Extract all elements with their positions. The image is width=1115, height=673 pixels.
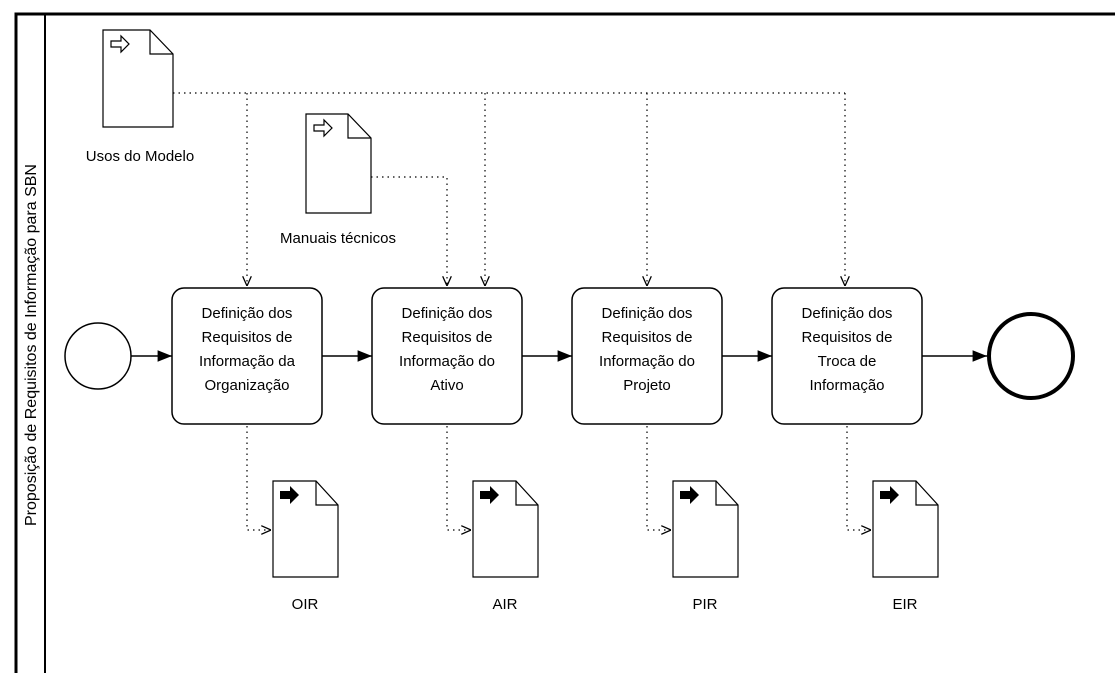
task-line: Requisitos de (802, 329, 893, 346)
task-line: Informação da (199, 353, 296, 370)
output-arrow-icon (680, 486, 699, 504)
task-line: Definição dos (802, 305, 893, 322)
end-event (987, 312, 1075, 400)
pool (14, 12, 1115, 673)
task-eir: Definição dos Requisitos de Troca de Inf… (771, 287, 923, 425)
data-output-pir (672, 480, 739, 578)
output-arrow-icon (280, 486, 299, 504)
task-line: Definição dos (402, 305, 493, 322)
task-line: Informação do (399, 353, 495, 370)
input-arrow-icon (110, 34, 130, 54)
output-arrow-icon (880, 486, 899, 504)
task-line: Requisitos de (202, 329, 293, 346)
input-arrow-icon (313, 118, 333, 138)
task-line: Troca de (818, 353, 877, 370)
task-line: Projeto (623, 377, 671, 394)
task-line: Informação (809, 377, 884, 394)
task-line: Definição dos (202, 305, 293, 322)
output-label-pir: PIR (692, 596, 717, 613)
data-output-air (472, 480, 539, 578)
output-label-air: AIR (492, 596, 517, 613)
task-line: Requisitos de (402, 329, 493, 346)
output-label-eir: EIR (892, 596, 917, 613)
data-output-oir (272, 480, 339, 578)
output-arrow-icon (480, 486, 499, 504)
task-line: Organização (204, 377, 289, 394)
task-line: Ativo (430, 377, 463, 394)
data-output-eir (872, 480, 939, 578)
task-line: Informação do (599, 353, 695, 370)
lane-title: Proposição de Requisitos de Informação p… (23, 164, 40, 526)
task-air: Definição dos Requisitos de Informação d… (371, 287, 523, 425)
start-event (64, 322, 132, 390)
task-oir: Definição dos Requisitos de Informação d… (171, 287, 323, 425)
manuais-tecnicos-label: Manuais técnicos (280, 230, 396, 247)
data-associations (173, 92, 871, 530)
task-line: Definição dos (602, 305, 693, 322)
data-input-manuais (305, 113, 372, 214)
usos-do-modelo-label: Usos do Modelo (86, 148, 194, 165)
output-label-oir: OIR (292, 596, 319, 613)
data-input-usos (102, 29, 174, 128)
task-pir: Definição dos Requisitos de Informação d… (571, 287, 723, 425)
task-line: Requisitos de (602, 329, 693, 346)
